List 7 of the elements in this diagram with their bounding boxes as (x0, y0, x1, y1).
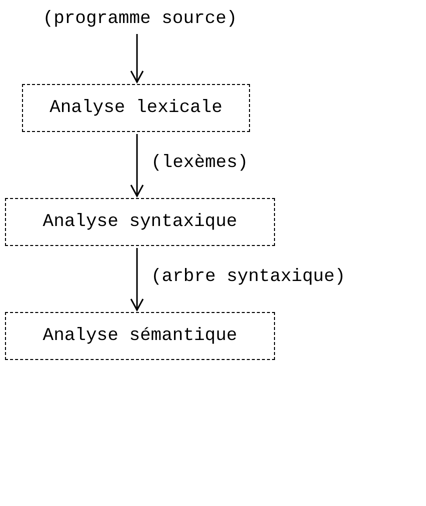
process-box: Analyse syntaxique (5, 198, 275, 246)
arrow (130, 248, 144, 311)
process-box: Analyse lexicale (22, 84, 250, 132)
arrow (130, 34, 144, 83)
process-box: Analyse sémantique (5, 312, 275, 360)
arrow (130, 134, 144, 197)
input-label: (programme source) (42, 9, 238, 29)
